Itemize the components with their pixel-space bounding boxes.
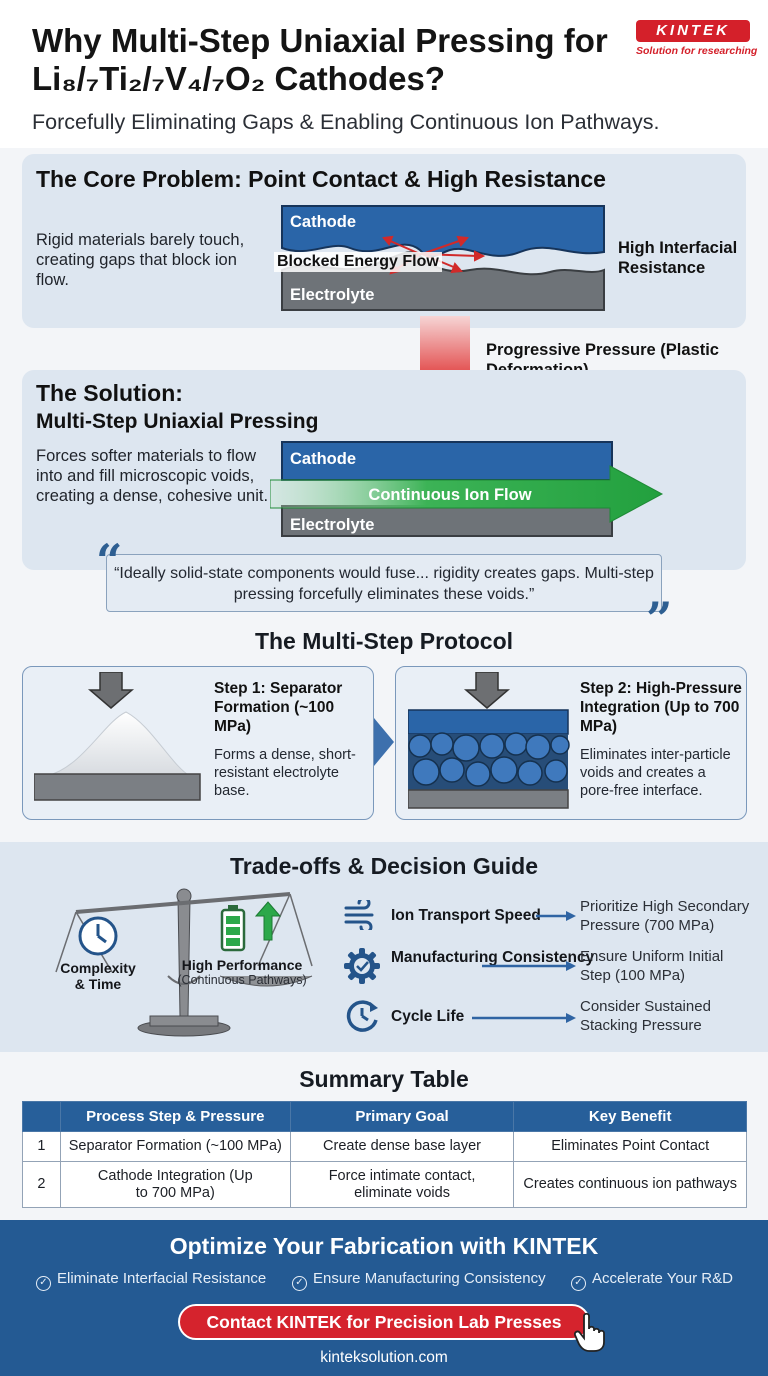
table-header: Process Step & Pressure — [59, 1101, 291, 1132]
cathode-layer — [281, 441, 613, 481]
close-quote-icon: ” — [646, 592, 673, 646]
balance-scale-illustration — [55, 888, 313, 1037]
open-quote-icon: “ — [96, 534, 123, 588]
footer-url[interactable]: kinteksolution.com — [320, 1349, 448, 1366]
wind-icon — [344, 900, 374, 930]
continuous-flow-diagram: Cathode Electrolyte Continuous Ion Flow — [270, 441, 664, 537]
check-circle-icon: ✓ — [36, 1276, 51, 1291]
particles — [408, 732, 570, 787]
table-cell: Force intimate contact, eliminate voids — [289, 1161, 515, 1208]
point-contact-diagram: Cathode Electrolyte — [281, 205, 605, 311]
trade-factor-consistency: Manufacturing Consistency — [391, 949, 595, 966]
step2-description: Eliminates inter-particle voids and crea… — [580, 747, 731, 799]
electrolyte-label: Electrolyte — [290, 516, 374, 534]
arrow-up-icon — [254, 901, 282, 941]
continuous-flow-label: Continuous Ion Flow — [368, 486, 531, 504]
page-subtitle: Forcefully Eliminating Gaps & Enabling C… — [32, 110, 660, 134]
arrow-right-icon — [472, 1013, 576, 1023]
step1-title: Step 1: Separator Formation (~100 MPa) — [214, 680, 343, 735]
table-cell: Create dense base layer — [289, 1131, 515, 1162]
cathode-label: Cathode — [290, 450, 356, 468]
check-circle-icon: ✓ — [571, 1276, 586, 1291]
table-row: 1 Separator Formation (~100 MPa) Create … — [22, 1131, 747, 1162]
arrow-right-icon — [482, 961, 576, 971]
solution-subtitle: Multi-Step Uniaxial Pressing — [36, 410, 319, 433]
protocol-title: The Multi-Step Protocol — [254, 628, 514, 654]
table-cell: Cathode Integration (Up to 700 MPa) — [59, 1161, 291, 1208]
core-problem-title: The Core Problem: Point Contact & High R… — [36, 166, 606, 192]
scale-right-label: High Performance — [181, 957, 303, 973]
table-row: 2 Cathode Integration (Up to 700 MPa) Fo… — [22, 1161, 747, 1208]
table-header-row: Process Step & Pressure Primary Goal Key… — [22, 1101, 747, 1132]
table-cell: Creates continuous ion pathways — [513, 1161, 747, 1208]
table-header — [22, 1101, 61, 1132]
table-header: Primary Goal — [289, 1101, 515, 1132]
table-cell: 2 — [22, 1161, 61, 1208]
hand-cursor-icon — [574, 1312, 605, 1352]
cathode-label: Cathode — [290, 213, 356, 231]
trade-factor-ion-speed: Ion Transport Speed — [391, 907, 541, 924]
blocked-flow-label: Blocked Energy Flow — [274, 252, 442, 272]
solution-title: The Solution: — [36, 380, 183, 406]
benefit-item: ✓Accelerate Your R&D — [571, 1270, 733, 1291]
footer — [0, 1220, 768, 1376]
quote-box — [106, 554, 662, 612]
trade-factor-cycle-life: Cycle Life — [391, 1008, 465, 1025]
kintek-logo[interactable]: KINTEK — [636, 20, 750, 42]
press-arrow-icon — [87, 672, 135, 709]
solution-description: Forces softer materials to flow into and… — [36, 447, 269, 505]
base-plate — [34, 773, 201, 801]
benefit-item: ✓Eliminate Interfacial Resistance — [36, 1270, 266, 1291]
table-cell: 1 — [22, 1131, 61, 1162]
check-circle-icon: ✓ — [292, 1276, 307, 1291]
chevron-right-icon — [374, 718, 394, 766]
electrolyte-label: Electrolyte — [290, 286, 374, 304]
powder-pile-illustration — [34, 672, 201, 801]
tradeoffs-panel — [0, 842, 768, 1052]
page-title: Why Multi-Step Uniaxial Pressing for Li₈… — [32, 22, 608, 97]
trade-action-ion-speed: Prioritize High Secondary Pressure (700 … — [580, 898, 750, 934]
tradeoffs-title: Trade-offs & Decision Guide — [230, 853, 538, 879]
table-header: Key Benefit — [513, 1101, 747, 1132]
summary-title: Summary Table — [299, 1066, 469, 1092]
scale-right-sublabel: (Continuous Pathways) — [177, 973, 307, 987]
logo-tagline: Solution for researching — [636, 45, 758, 57]
arrow-right-icon — [536, 911, 576, 921]
cycle-clock-icon — [346, 1000, 378, 1032]
gear-check-icon — [344, 948, 380, 984]
core-problem-description: Rigid materials barely touch, creating g… — [36, 231, 245, 289]
quote-text: “Ideally solid-state components would fu… — [114, 565, 654, 603]
step2-title: Step 2: High-Pressure Integration (Up to… — [580, 680, 742, 735]
high-resistance-label: High Interfacial Resistance — [618, 239, 738, 277]
particle-compaction-illustration — [408, 672, 570, 809]
trade-action-cycle-life: Consider Sustained Stacking Pressure — [580, 998, 711, 1034]
step1-description: Forms a dense, short-resistant electroly… — [214, 747, 356, 799]
table-cell: Eliminates Point Contact — [513, 1131, 747, 1162]
scale-left-label: Complexity & Time — [60, 960, 136, 992]
contact-kintek-button[interactable]: Contact KINTEK for Precision Lab Presses — [178, 1304, 590, 1340]
table-cell: Separator Formation (~100 MPa) — [59, 1131, 291, 1162]
battery-icon — [220, 905, 246, 952]
press-arrow-icon — [463, 672, 511, 709]
footer-title: Optimize Your Fabrication with KINTEK — [169, 1233, 599, 1259]
ion-flow-arrow — [270, 465, 664, 523]
benefit-item: ✓Ensure Manufacturing Consistency — [292, 1270, 546, 1291]
summary-table: Process Step & Pressure Primary Goal Key… — [22, 1101, 747, 1208]
trade-action-consistency: Ensure Uniform Initial Step (100 MPa) — [580, 948, 724, 984]
